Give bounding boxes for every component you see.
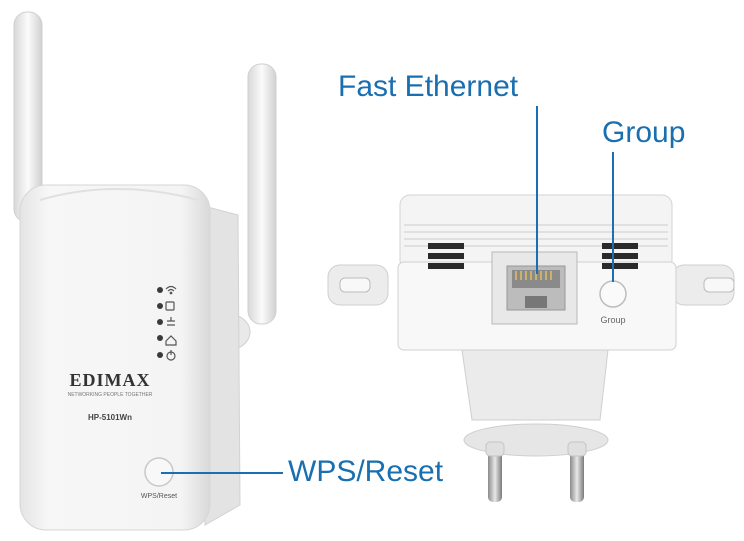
wps-reset-line (161, 472, 283, 474)
group-callout: Group (602, 116, 686, 149)
group-button (599, 280, 627, 308)
ethernet-icon (167, 317, 175, 326)
wps-reset-callout: WPS/Reset (288, 455, 444, 488)
plug-pin-right (570, 450, 584, 502)
brand-logo: EDIMAX (70, 370, 151, 390)
right-vents (602, 243, 638, 269)
fast-ethernet-callout: Fast Ethernet (338, 70, 519, 103)
led-indicators (157, 285, 177, 361)
wps-button-label: WPS/Reset (141, 493, 177, 500)
plug-pin-left (488, 450, 502, 502)
front-body (19, 184, 211, 531)
right-antenna (247, 63, 277, 325)
front-device (13, 11, 277, 531)
left-vents (428, 243, 464, 269)
group-button-label: Group (600, 315, 625, 325)
powerline-icon (165, 301, 175, 311)
home-icon (165, 335, 177, 346)
brand-tagline: NETWORKING PEOPLE TOGETHER (68, 392, 153, 398)
group-line (612, 152, 614, 282)
model-label: HP-5101Wn (88, 413, 132, 422)
wifi-icon (165, 285, 177, 295)
power-icon (166, 350, 176, 361)
fast-ethernet-line (536, 106, 538, 274)
plug-body (461, 349, 609, 421)
ethernet-port (491, 251, 578, 325)
